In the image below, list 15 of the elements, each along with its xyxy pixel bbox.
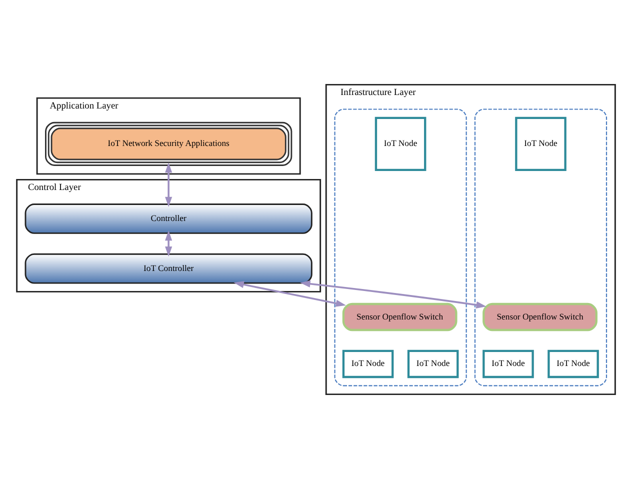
node-box: IoT Controller bbox=[24, 253, 312, 284]
node-box: IoT Node bbox=[374, 116, 426, 172]
node-box: Sensor Openflow Switch bbox=[342, 302, 458, 332]
node-box: IoT Node bbox=[548, 350, 599, 378]
node-box: Controller bbox=[24, 204, 312, 234]
node-box: Sensor Openflow Switch bbox=[482, 302, 598, 332]
node-box: IoT Network Security Applications bbox=[45, 122, 292, 166]
arrow bbox=[300, 280, 486, 308]
node-box: IoT Node bbox=[515, 116, 566, 172]
arrow bbox=[234, 281, 346, 307]
arrow bbox=[165, 162, 172, 207]
node-box: IoT Node bbox=[342, 350, 394, 378]
arrow bbox=[165, 230, 172, 257]
node-box: IoT Node bbox=[482, 350, 534, 378]
node-box: IoT Node bbox=[407, 350, 459, 378]
